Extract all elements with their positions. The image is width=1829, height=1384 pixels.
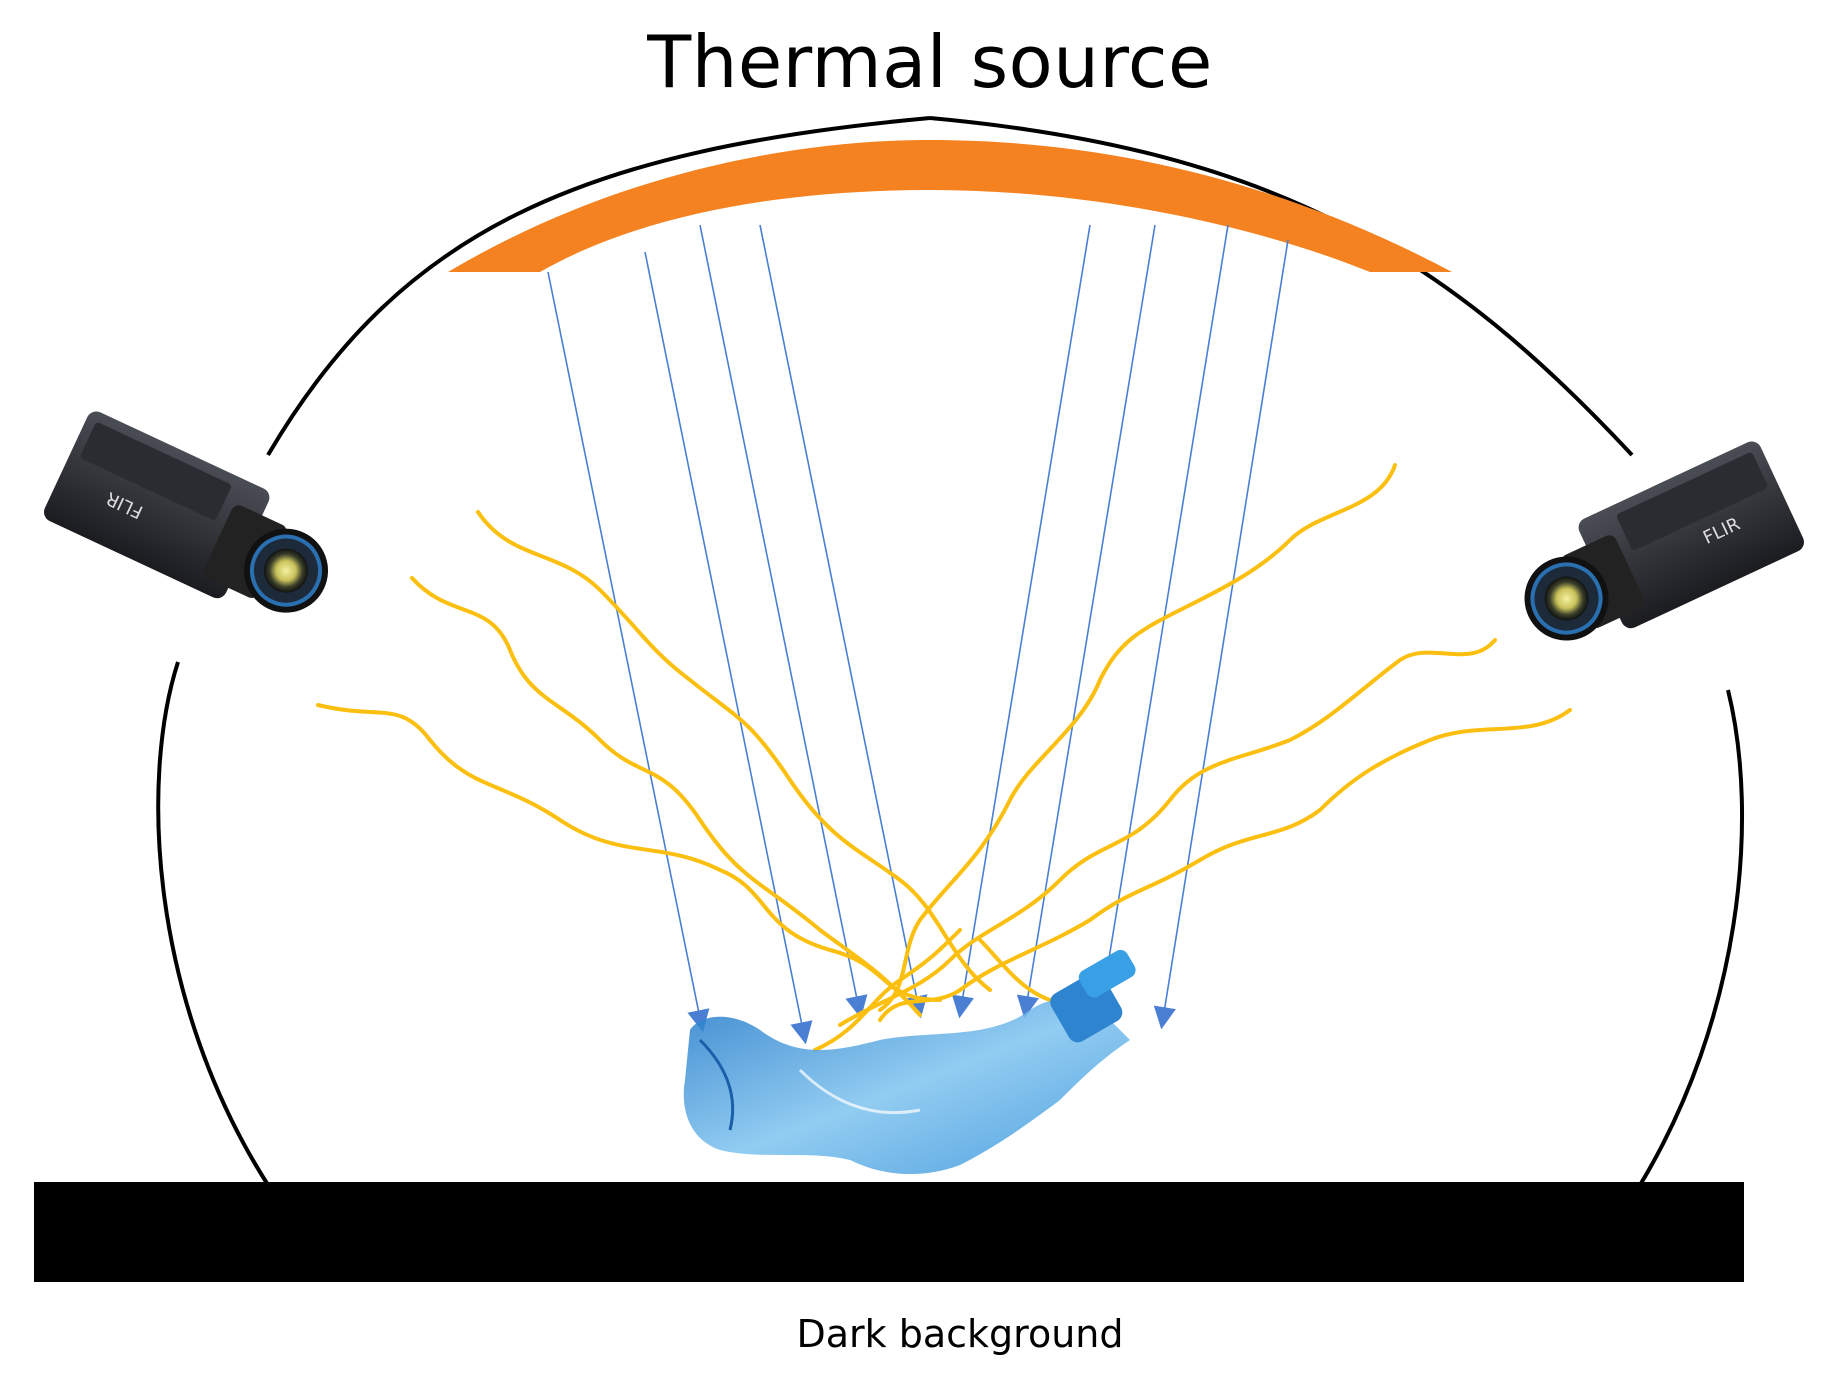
heat-wave — [878, 463, 1397, 1012]
heat-wave — [838, 638, 1497, 1027]
background-label: Dark background — [796, 1312, 1124, 1356]
diagram-title: Thermal source — [647, 20, 1213, 104]
ray — [547, 271, 710, 1033]
enclosure-side-right — [1638, 689, 1744, 1187]
ray — [951, 224, 1091, 1019]
ray — [759, 224, 928, 1019]
ray — [1153, 239, 1289, 1030]
heat-wave — [813, 928, 962, 1052]
ray — [699, 224, 868, 1019]
heat-wave — [316, 703, 942, 1002]
thermal-camera-icon: FLIR — [1524, 441, 1804, 641]
enclosure-arc-left — [266, 116, 931, 457]
heat-wave — [878, 708, 1572, 1022]
enclosure-side-left — [156, 661, 270, 1187]
dark-background-bar — [34, 1182, 1744, 1282]
plastic-bottle-icon — [683, 949, 1136, 1175]
ray — [644, 251, 813, 1045]
heat-wave — [978, 938, 1052, 1002]
thermal-source-band — [448, 140, 1452, 272]
incident-rays — [547, 224, 1289, 1045]
ray — [1016, 224, 1156, 1019]
thermal-camera-icon: FLIR — [44, 411, 329, 613]
heat-waves — [316, 463, 1572, 1052]
heat-wave — [410, 576, 922, 1017]
heat-wave — [476, 510, 992, 992]
